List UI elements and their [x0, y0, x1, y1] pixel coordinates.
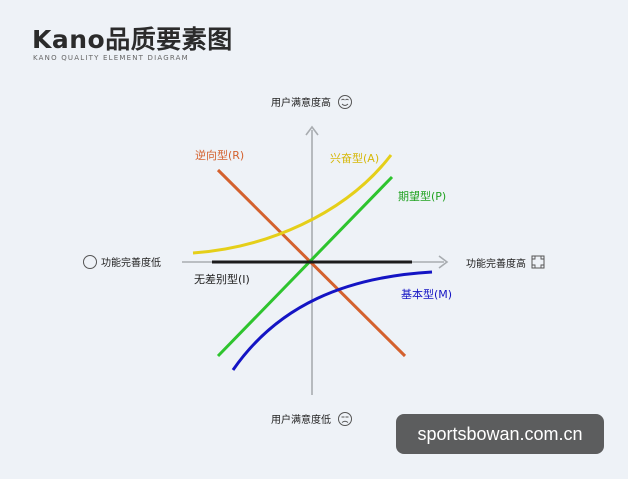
reverse-label: 逆向型(R)	[195, 148, 244, 162]
empty-circle-icon	[83, 255, 97, 269]
performance-curve	[216, 175, 394, 358]
performance-label: 期望型(P)	[398, 189, 446, 203]
horizontal-axis-arrow	[438, 255, 449, 269]
watermark-badge: sportsbowan.com.cn	[396, 414, 604, 454]
left-axis-label: 功能完善度低	[101, 256, 161, 269]
page-subtitle: KANO QUALITY ELEMENT DIAGRAM	[33, 54, 189, 62]
vertical-axis-arrow	[305, 125, 319, 136]
attractive-curve	[192, 154, 393, 255]
must-be-curve	[231, 270, 433, 371]
top-axis-label: 用户满意度高	[271, 96, 331, 109]
bottom-axis-label: 用户满意度低	[271, 413, 331, 426]
full-frame-icon	[531, 255, 545, 269]
sad-face-icon	[338, 412, 352, 426]
happy-face-icon	[338, 95, 352, 109]
indifferent-label: 无差别型(I)	[194, 272, 250, 286]
must-be-label: 基本型(M)	[401, 287, 452, 301]
right-axis-label: 功能完善度高	[466, 257, 526, 270]
attractive-label: 兴奋型(A)	[330, 151, 379, 165]
page-title: Kano品质要素图	[32, 25, 233, 54]
